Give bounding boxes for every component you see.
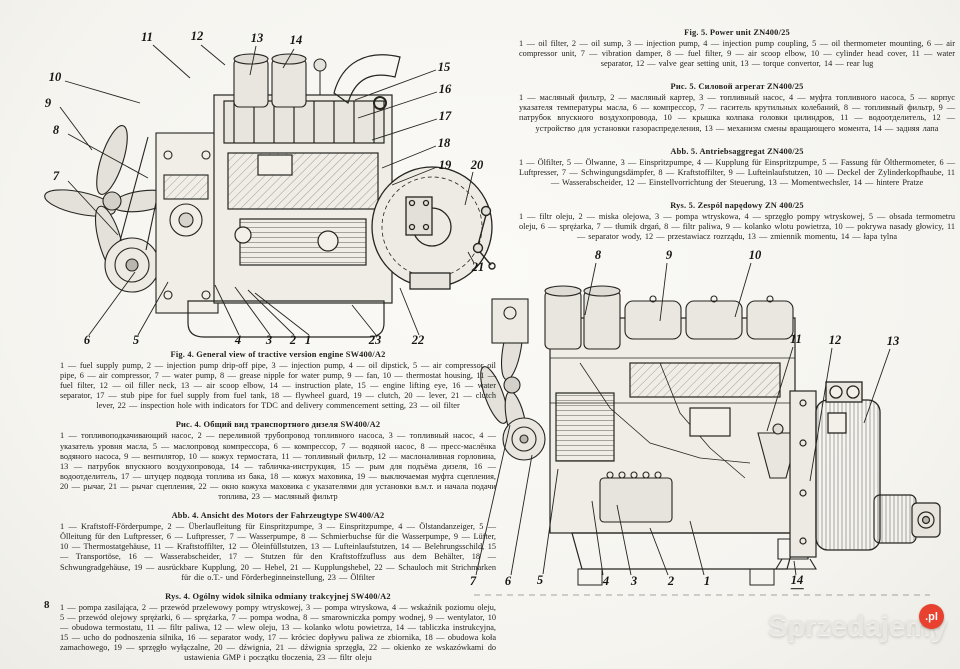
oil-sump <box>187 300 385 338</box>
fig4-title-ru: Рис. 4. Общий вид транспортного дизеля S… <box>175 420 381 430</box>
fig5-caption-pl: Rys. 5. Zespól napędowy ZN 400/25 1 — fi… <box>519 201 955 242</box>
fig4-caption-en: Fig. 4. General view of tractive version… <box>60 350 496 411</box>
fig5-body-de: 1 — Ölfilter, 5 — Ölwanne, 3 — Einspritz… <box>519 157 955 187</box>
fig4-engine-drawing <box>44 44 496 338</box>
fig4-engine-diagram <box>28 5 503 350</box>
fig4-leader-lines <box>59 44 475 336</box>
air-scoop-elbow <box>333 54 401 104</box>
fig4-body-en: 1 — fuel supply pump, 2 — injection pump… <box>60 361 496 411</box>
fig5-body-pl: 1 — filtr oleju, 2 — miska olejowa, 3 — … <box>519 211 955 242</box>
fig5-title-pl: Rys. 5. Zespól napędowy ZN 400/25 <box>670 200 804 210</box>
cylinder-head-covers <box>624 295 794 340</box>
fig5-caption-de: Abb. 5. Antriebsaggregat ZN400/25 1 — Öl… <box>519 147 955 188</box>
mounting-foot <box>577 568 603 586</box>
torque-converter <box>815 381 881 551</box>
water-separator <box>757 423 799 479</box>
fuel-filter-canisters <box>233 53 307 108</box>
fig4-caption-column: Fig. 4. General view of tractive version… <box>60 350 496 663</box>
watermark: Sprzedajemy .pl <box>768 604 948 658</box>
fig4-caption-ru: Рис. 4. Общий вид транспортного дизеля S… <box>60 420 496 502</box>
page-number: 8 <box>44 599 50 611</box>
fig4-title-de: Abb. 4. Ansicht des Motors der Fahrzeugt… <box>171 511 385 521</box>
fig5-body-en: 1 — oil filter, 2 — oil sump, 3 — inject… <box>519 39 955 69</box>
watermark-pl-badge: .pl <box>919 604 944 629</box>
fig5-title-ru: Рис. 5. Силовой агрегат ZN400/25 <box>670 82 804 92</box>
bell-housing <box>789 390 817 558</box>
watermark-text: Sprzedajemy <box>768 610 947 642</box>
fig5-caption-en: Fig. 5. Power unit ZN400/25 1 — oil filt… <box>519 28 955 69</box>
fig5-engine-drawing <box>474 262 941 596</box>
fig5-caption-ru: Рис. 5. Силовой агрегат ZN400/25 1 — мас… <box>519 82 955 133</box>
front-cover <box>155 132 219 314</box>
output-unit <box>873 494 941 544</box>
fig4-body-pl: 1 — pompa zasilająca, 2 — przewód przele… <box>60 602 496 663</box>
fig4-title-pl: Rys. 4. Ogólny widok silnika odmiany tra… <box>165 591 391 601</box>
oil-filler-neck <box>313 58 327 95</box>
fig5-title-en: Fig. 5. Power unit ZN400/25 <box>684 28 790 37</box>
fig5-caption-column: Fig. 5. Power unit ZN400/25 1 — oil filt… <box>519 28 955 242</box>
fig5-title-de: Abb. 5. Antriebsaggregat ZN400/25 <box>670 146 804 156</box>
fig4-caption-pl: Rys. 4. Ogólny widok silnika odmiany tra… <box>60 592 496 664</box>
oil-sump <box>571 532 798 570</box>
clutch-lever <box>472 205 496 270</box>
fig5-body-ru: 1 — масляный фильтр, 2 — масляный картер… <box>519 93 955 133</box>
vibration-damper <box>502 417 546 461</box>
fig4-caption-de: Abb. 4. Ansicht des Motors der Fahrzeugt… <box>60 511 496 583</box>
lifting-eye <box>373 96 387 110</box>
fig4-body-ru: 1 — топливоподкачивающий насос, 2 — пере… <box>60 431 496 502</box>
fig4-body-de: 1 — Kraftstoff-Förderpumpe, 2 — Überlauf… <box>60 522 496 582</box>
fig4-title-en: Fig. 4. General view of tractive version… <box>170 350 386 359</box>
fig5-engine-diagram <box>460 243 950 603</box>
filter-canisters <box>544 285 621 350</box>
fig5-leader-lines <box>475 262 891 576</box>
engine-block <box>213 94 393 304</box>
flywheel-housing <box>371 166 493 290</box>
injection-pump <box>599 471 673 523</box>
mounting-foot <box>749 568 775 586</box>
